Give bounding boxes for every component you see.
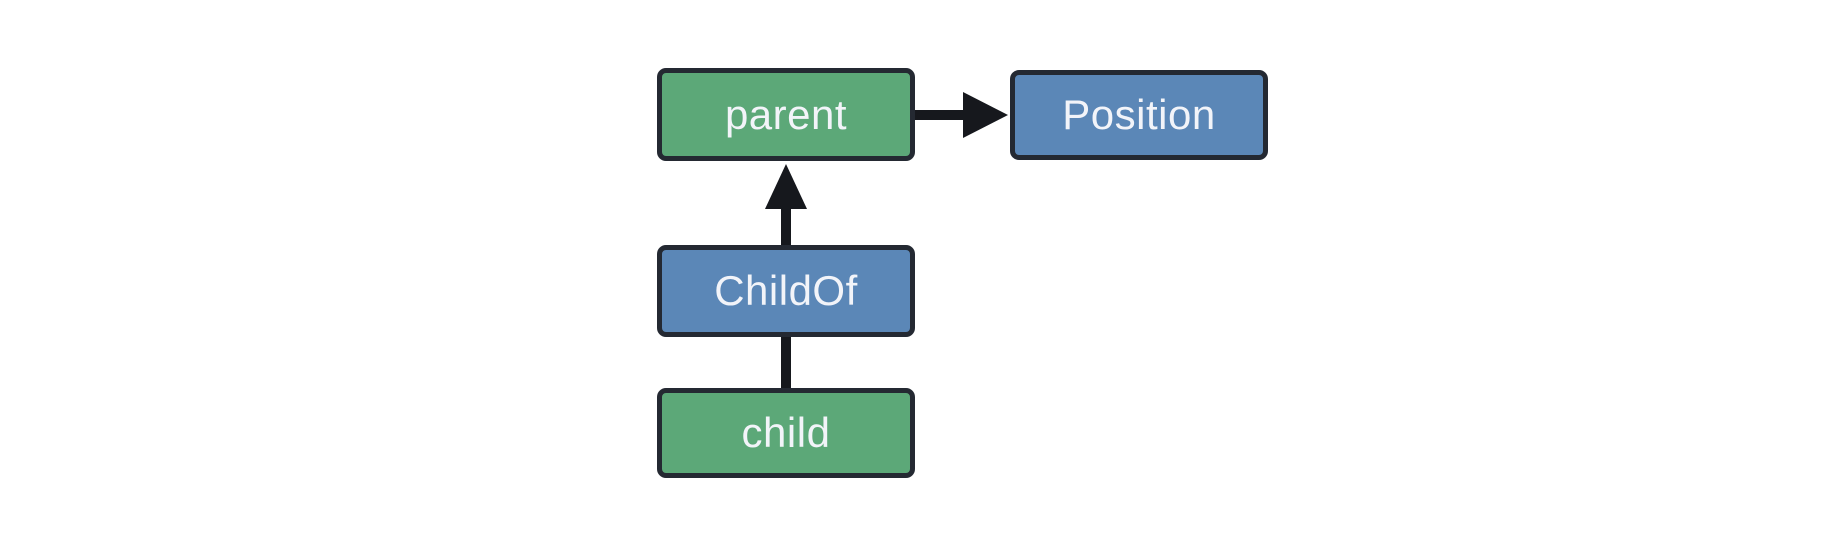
node-child-label: child [741, 409, 831, 456]
arrowhead-right-icon [963, 92, 1008, 138]
arrowhead-up-icon [765, 164, 807, 209]
node-position: Position [1010, 70, 1268, 160]
node-childof-label: ChildOf [714, 267, 858, 314]
node-childof: ChildOf [657, 245, 915, 337]
node-position-label: Position [1062, 91, 1216, 138]
edge-childof-to-parent [765, 164, 807, 246]
node-parent: parent [657, 68, 915, 161]
edge-parent-to-position [915, 92, 1008, 138]
node-parent-label: parent [724, 90, 848, 138]
node-child: child [657, 388, 915, 478]
